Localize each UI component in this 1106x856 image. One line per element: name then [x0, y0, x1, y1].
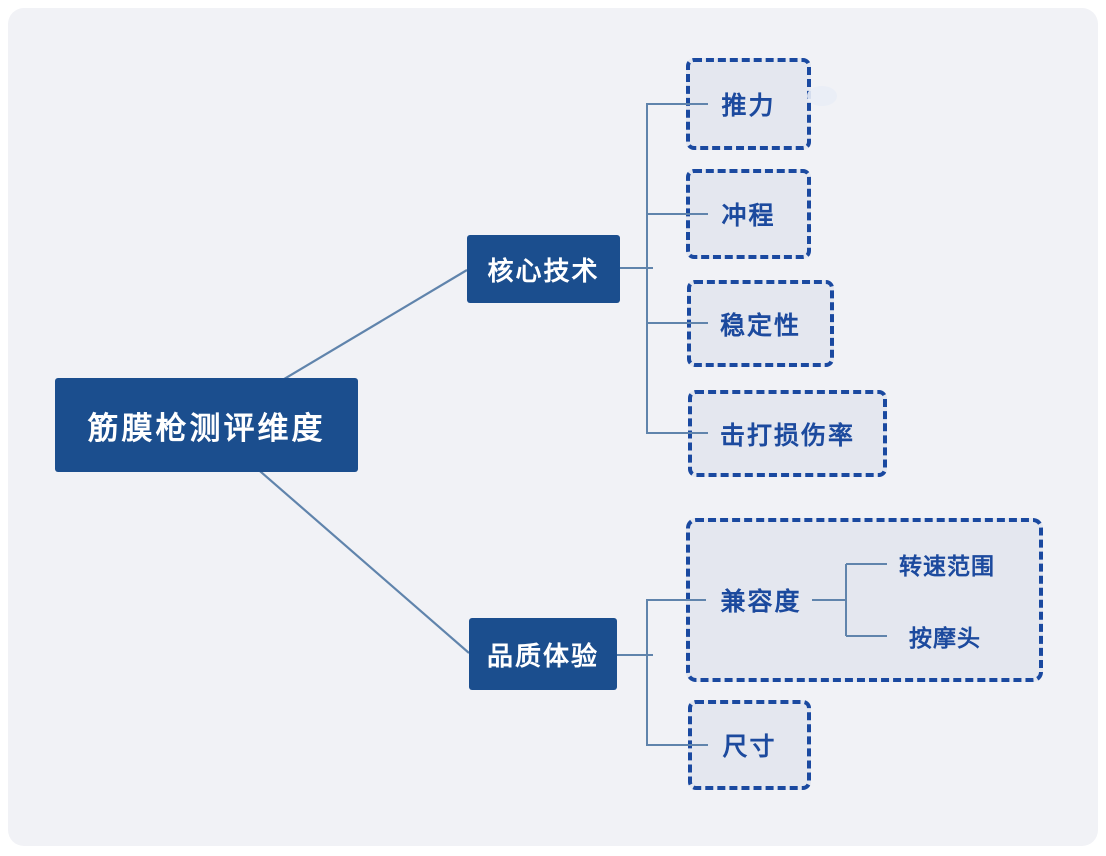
leaf-node-size: 尺寸 — [688, 700, 811, 790]
leaf-damage-label: 击打损伤率 — [719, 421, 855, 450]
leaf-node-impact-damage-rate: 击打损伤率 — [688, 390, 887, 477]
branch-core-tech-label: 核心技术 — [487, 255, 600, 286]
compatibility-label: 兼容度 — [720, 588, 802, 616]
leaf-node-thrust: 推力 — [686, 58, 811, 150]
artifact-blob — [807, 86, 837, 106]
root-node-label: 筋膜枪测评维度 — [87, 410, 326, 446]
branch-node-quality-experience: 品质体验 — [469, 618, 617, 690]
massage-head-label: 按摩头 — [909, 625, 981, 651]
leaf-stability-label: 稳定性 — [719, 311, 801, 340]
speed-range-label: 转速范围 — [899, 553, 995, 579]
leaf-size-label: 尺寸 — [722, 733, 777, 761]
branch-node-core-tech: 核心技术 — [467, 235, 620, 303]
leaf-node-stability: 稳定性 — [687, 280, 834, 367]
root-node: 筋膜枪测评维度 — [55, 378, 358, 472]
leaf-thrust-label: 推力 — [721, 92, 776, 120]
group-node-compatibility — [686, 518, 1043, 682]
branch-quality-label: 品质体验 — [486, 640, 599, 671]
leaf-node-stroke: 冲程 — [686, 169, 811, 259]
leaf-stroke-label: 冲程 — [721, 202, 776, 230]
